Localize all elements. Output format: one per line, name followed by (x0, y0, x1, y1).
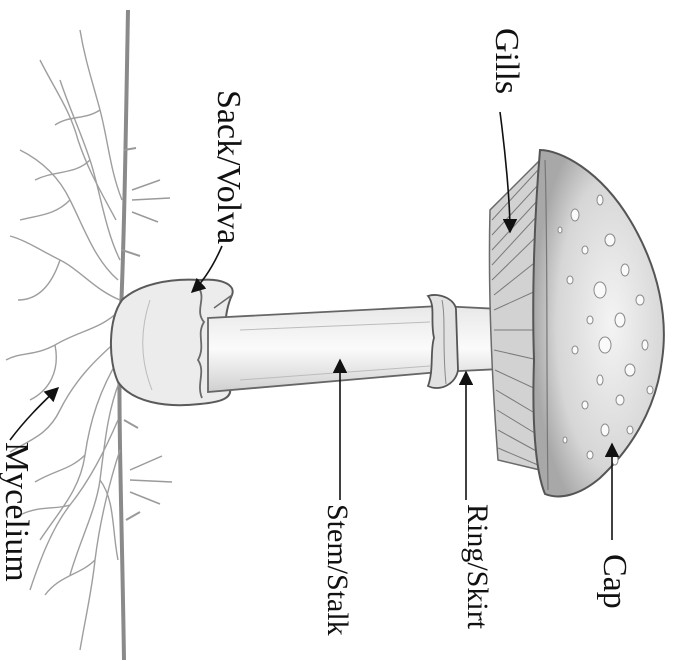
label-gills: Gills (488, 28, 525, 94)
arrow-mycelium (10, 388, 58, 440)
label-sack-volva: Sack/Volva (210, 90, 247, 244)
label-stem-stalk: Stem/Stalk (321, 504, 354, 636)
stem (208, 306, 520, 392)
label-mycelium: Mycelium (0, 442, 35, 582)
label-cap: Cap (596, 554, 633, 609)
label-ring-skirt: Ring/Skirt (461, 504, 494, 630)
cap (533, 150, 664, 496)
ring (428, 295, 458, 388)
